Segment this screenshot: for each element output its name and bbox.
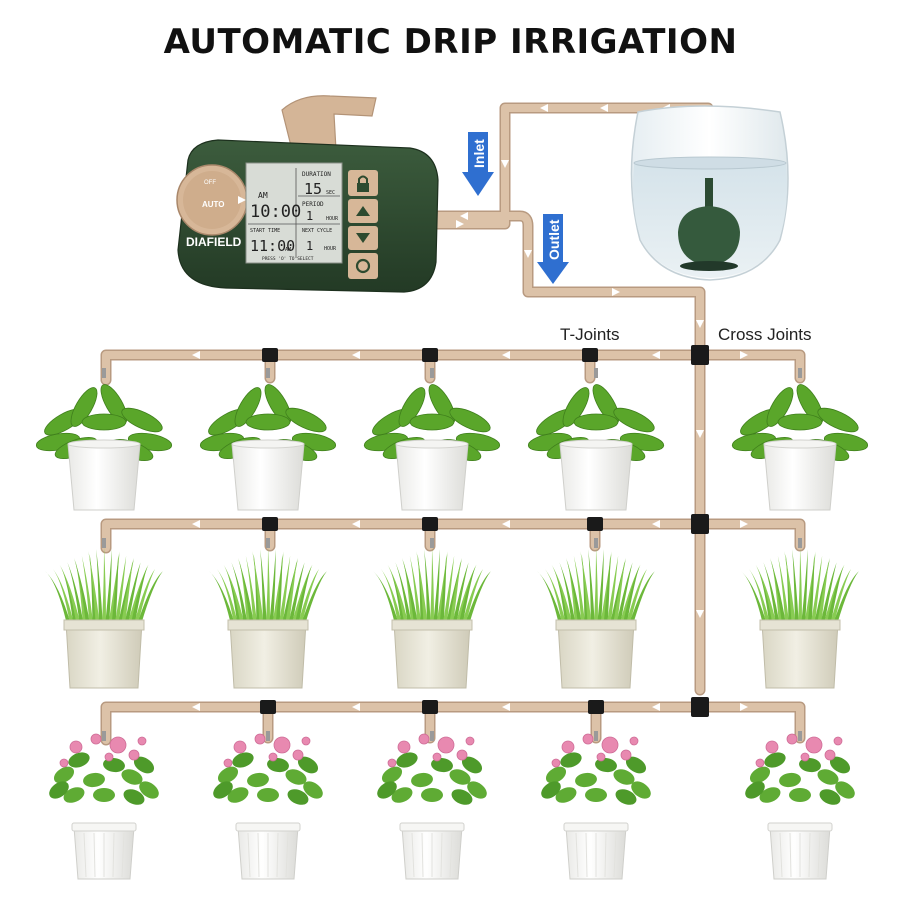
dripper [594,731,598,741]
potted-plant [374,731,490,879]
dial-auto-label: AUTO [202,200,225,209]
potted-plant [537,538,655,688]
potted-plant [35,368,173,510]
water-container [631,106,788,280]
dripper [266,368,270,378]
dripper [798,731,802,741]
brand-label: DIAFIELD [186,235,242,249]
lcd-next-unit: HOUR [324,246,337,252]
potted-plant [741,538,859,688]
potted-plant [46,731,162,879]
dripper [102,731,106,741]
ok-button[interactable] [348,253,378,279]
outlet-label: Outlet [546,219,562,260]
potted-plant [209,538,327,688]
lcd-period-unit: HOUR [326,216,339,222]
lock-button[interactable] [348,170,378,196]
dripper [798,538,802,548]
outlet-indicator: Outlet [537,214,569,284]
cross-joints-label: Cross Joints [718,325,812,344]
dripper [798,368,802,378]
irrigation-timer: DIAFIELD AUTO OFF AM 10:00 DURATION 15 S… [177,96,438,292]
lcd-next-label: NEXT CYCLE [302,228,332,234]
dial-off-label: OFF [204,180,216,186]
potted-plant [199,368,337,510]
potted-plant [731,368,869,510]
dripper [430,731,434,741]
lcd-start-am: AM [285,247,291,253]
lcd-footer: PRESS 'O' TO SELECT [262,256,314,262]
dripper [102,368,106,378]
potted-plant [538,731,654,879]
dripper [594,538,598,548]
down-button[interactable] [348,226,378,250]
t-joints-label: T-Joints [560,325,620,344]
up-button[interactable] [348,199,378,223]
lcd-duration-value: 15 [304,180,322,198]
dripper [430,368,434,378]
lcd-duration-unit: SEC [326,190,335,196]
dripper [266,538,270,548]
lcd-duration-label: DURATION [302,171,331,178]
inlet-label: Inlet [471,139,487,168]
potted-plant [373,538,491,688]
dripper [266,731,270,741]
lcd-period-label: PERIOD [302,201,324,208]
dripper [594,368,598,378]
lcd-start-label: START TIME [250,228,280,234]
potted-plant [45,538,163,688]
mode-dial[interactable]: AUTO OFF [177,165,247,235]
lcd-period-value: 1 [306,209,313,223]
potted-plant [527,368,665,510]
lcd-am: AM [258,191,268,200]
lcd-screen: AM 10:00 DURATION 15 SEC PERIOD 1 HOUR S… [246,163,342,263]
plant-rows [35,368,869,879]
dripper [430,538,434,548]
potted-plant [210,731,326,879]
potted-plant [363,368,501,510]
dripper [102,538,106,548]
lcd-clock: 10:00 [250,202,301,222]
lock-icon [357,183,369,192]
inlet-indicator: Inlet [462,132,494,196]
potted-plant [742,731,858,879]
lcd-next-value: 1 [306,239,313,253]
